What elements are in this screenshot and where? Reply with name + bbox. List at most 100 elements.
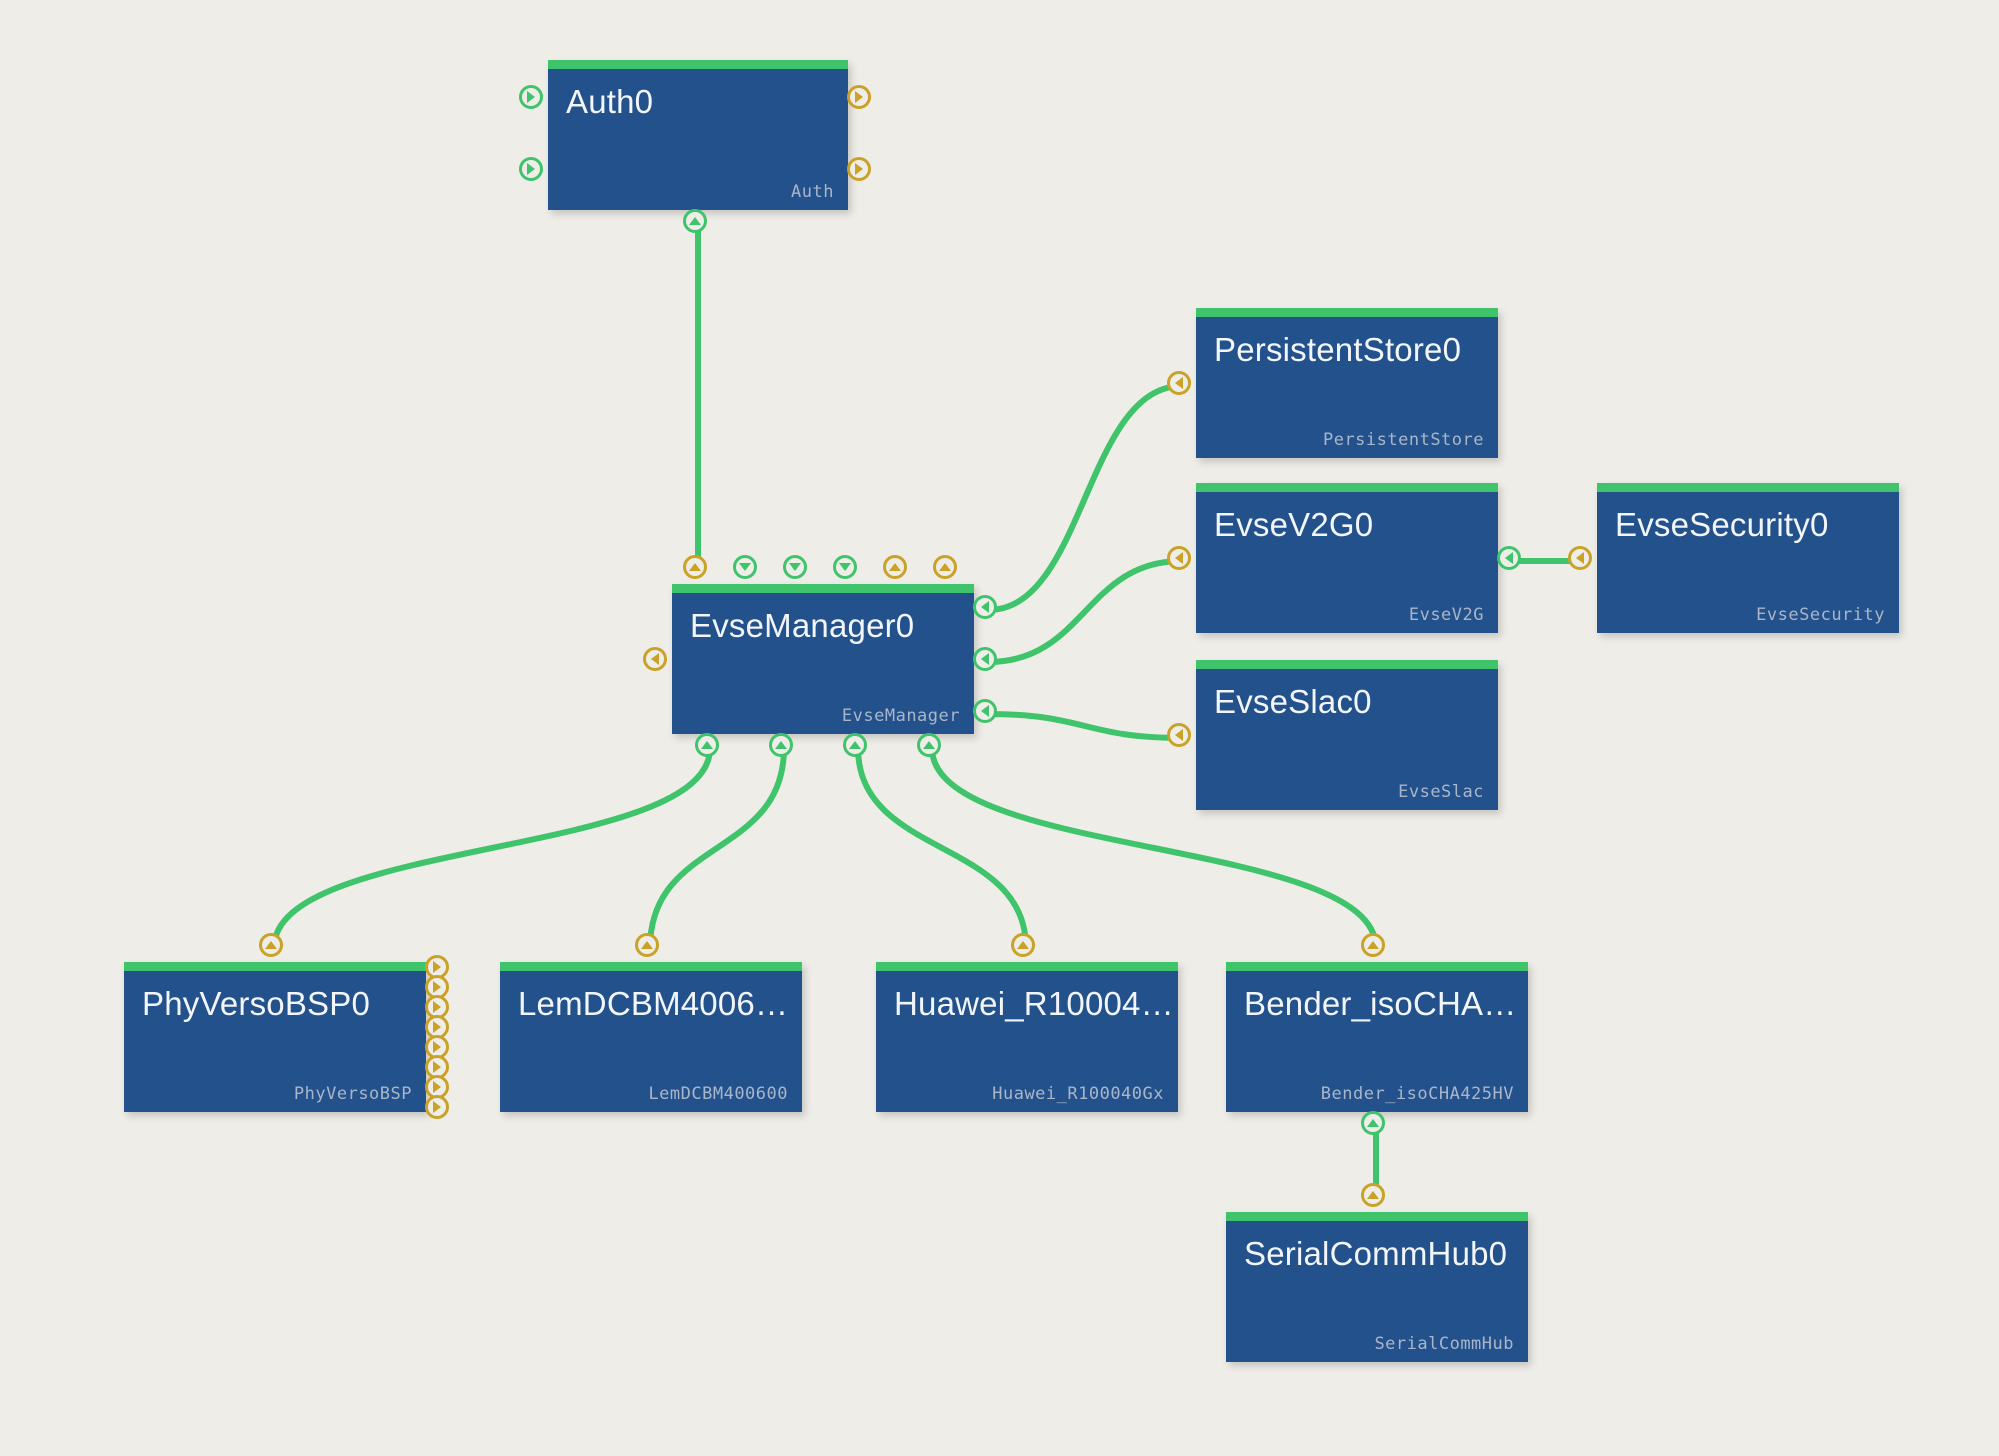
port-evsemanager0-right-1[interactable] <box>973 647 997 671</box>
edge-evsemanager0-lemdcbm0[interactable] <box>647 745 787 951</box>
port-arrow-left-icon <box>1175 377 1183 389</box>
port-evsemanager0-top-4[interactable] <box>883 555 907 579</box>
edge-evsemanager0-evsev2g0[interactable] <box>985 558 1185 665</box>
edge-evsemanager0-phyversobsp0[interactable] <box>271 745 713 951</box>
node-title: PersistentStore0 <box>1214 331 1462 368</box>
port-auth0-out-0[interactable] <box>847 85 871 109</box>
node-title: LemDCBM4006… <box>518 985 789 1022</box>
port-auth0-out-1[interactable] <box>847 157 871 181</box>
port-arrow-left-icon <box>1576 552 1584 564</box>
port-arrow-up-icon <box>1367 941 1379 949</box>
node-type-label: EvseV2G <box>1408 605 1484 625</box>
node-bender0[interactable]: Bender_isoCHA…Bender_isoCHA425HV <box>1226 962 1528 1112</box>
port-arrow-up-icon <box>1367 1119 1379 1127</box>
port-arrow-up-icon <box>701 741 713 749</box>
port-arrow-left-icon <box>1175 729 1183 741</box>
port-arrow-up-icon <box>1017 941 1029 949</box>
port-evsemanager0-right-2[interactable] <box>973 699 997 723</box>
node-type-label: SerialCommHub <box>1374 1334 1514 1354</box>
port-bender0-req-0[interactable] <box>1361 933 1385 957</box>
port-arrow-right-icon <box>433 1041 441 1053</box>
port-auth0-req-0[interactable] <box>683 209 707 233</box>
port-evsemanager0-bot-2[interactable] <box>843 733 867 757</box>
port-evsemanager0-bot-3[interactable] <box>917 733 941 757</box>
node-type-label: LemDCBM400600 <box>648 1084 788 1104</box>
port-evsemanager0-top-5[interactable] <box>933 555 957 579</box>
port-arrow-left-icon <box>1505 552 1513 564</box>
node-title: PhyVersoBSP0 <box>142 985 371 1022</box>
port-arrow-left-icon <box>981 705 989 717</box>
port-arrow-right-icon <box>433 1101 441 1113</box>
port-arrow-up-icon <box>265 941 277 949</box>
port-evsemanager0-top-2[interactable] <box>783 555 807 579</box>
port-evsemanager0-top-0[interactable] <box>683 555 707 579</box>
port-arrow-right-icon <box>433 961 441 973</box>
edge-evsemanager0-persistentstore0[interactable] <box>985 383 1185 613</box>
port-arrow-right-icon <box>433 981 441 993</box>
port-persistentstore0-in-0[interactable] <box>1167 371 1191 395</box>
port-arrow-down-icon <box>839 563 851 571</box>
port-arrow-up-icon <box>939 563 951 571</box>
port-arrow-up-icon <box>889 563 901 571</box>
port-evsemanager0-top-1[interactable] <box>733 555 757 579</box>
port-arrow-right-icon <box>433 1061 441 1073</box>
port-arrow-down-icon <box>739 563 751 571</box>
node-title: EvseManager0 <box>690 607 915 644</box>
port-serialcommhub0-req-0[interactable] <box>1361 1183 1385 1207</box>
node-type-label: Auth <box>791 182 834 202</box>
port-evsev2g0-in-0[interactable] <box>1167 546 1191 570</box>
edge-evsemanager0-huawei0[interactable] <box>855 745 1029 951</box>
port-arrow-right-icon <box>527 91 535 103</box>
port-bender0-out-0[interactable] <box>1361 1111 1385 1135</box>
port-auth0-in-0[interactable] <box>519 85 543 109</box>
node-title: EvseSecurity0 <box>1615 506 1829 543</box>
port-arrow-down-icon <box>789 563 801 571</box>
port-arrow-right-icon <box>855 163 863 175</box>
port-evsemanager0-bot-1[interactable] <box>769 733 793 757</box>
port-phyversobsp0-out-7[interactable] <box>425 1095 449 1119</box>
port-auth0-in-1[interactable] <box>519 157 543 181</box>
node-lemdcbm0[interactable]: LemDCBM4006… LemDCBM400600 <box>500 962 802 1112</box>
port-arrow-right-icon <box>433 1081 441 1093</box>
port-arrow-left-icon <box>981 653 989 665</box>
node-type-label: PersistentStore <box>1322 430 1484 450</box>
port-arrow-left-icon <box>1175 552 1183 564</box>
node-title: EvseSlac0 <box>1214 683 1372 720</box>
port-phyversobsp0-req-0[interactable] <box>259 933 283 957</box>
node-type-label: EvseSlac <box>1398 782 1484 802</box>
node-type-label: EvseSecurity <box>1756 605 1885 625</box>
port-lemdcbm0-req-0[interactable] <box>635 933 659 957</box>
port-evsemanager0-bot-0[interactable] <box>695 733 719 757</box>
port-huawei0-req-0[interactable] <box>1011 933 1035 957</box>
port-evsemanager0-top-3[interactable] <box>833 555 857 579</box>
port-evseslac0-in-0[interactable] <box>1167 723 1191 747</box>
edge-evsemanager0-evseslac0[interactable] <box>985 711 1185 741</box>
port-phyversobsp0-out-0[interactable] <box>425 955 449 979</box>
node-type-label: PhyVersoBSP <box>293 1084 412 1104</box>
port-arrow-up-icon <box>641 941 653 949</box>
port-arrow-up-icon <box>1367 1191 1379 1199</box>
port-evsev2g0-req-0[interactable] <box>1497 546 1521 570</box>
port-evsemanager0-right-0[interactable] <box>973 595 997 619</box>
node-title: Auth0 <box>566 83 654 120</box>
port-arrow-up-icon <box>775 741 787 749</box>
port-arrow-left-icon <box>981 601 989 613</box>
port-phyversobsp0-out-3[interactable] <box>425 1015 449 1039</box>
port-evsemanager0-left-0[interactable] <box>643 647 667 671</box>
port-arrow-up-icon <box>849 741 861 749</box>
node-title: Bender_isoCHA… <box>1244 985 1517 1022</box>
node-huawei0[interactable]: Huawei_R10004…Huawei_R100040Gx <box>876 962 1178 1112</box>
port-evsesecurity0-in-0[interactable] <box>1568 546 1592 570</box>
node-title: SerialCommHub0 <box>1244 1235 1508 1272</box>
node-type-label: EvseManager <box>841 706 960 726</box>
